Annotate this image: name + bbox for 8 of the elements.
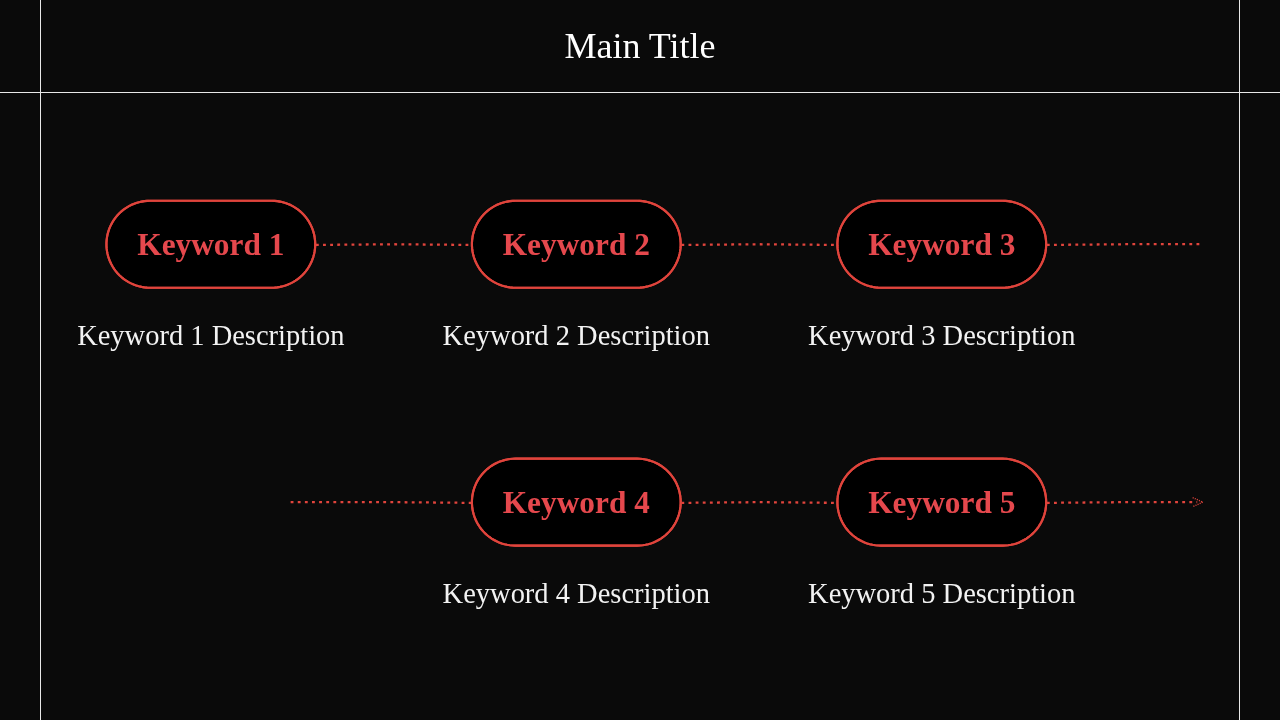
description-text: Keyword 1 Description bbox=[77, 319, 345, 351]
connector bbox=[290, 501, 473, 504]
description-text: Keyword 5 Description bbox=[808, 577, 1076, 609]
description-text: Keyword 4 Description bbox=[442, 577, 710, 609]
arrow bbox=[1046, 496, 1204, 508]
description-text: Keyword 2 Description bbox=[442, 319, 710, 351]
title: Main Title bbox=[564, 25, 716, 67]
description-text: Keyword 3 Description bbox=[808, 319, 1076, 351]
